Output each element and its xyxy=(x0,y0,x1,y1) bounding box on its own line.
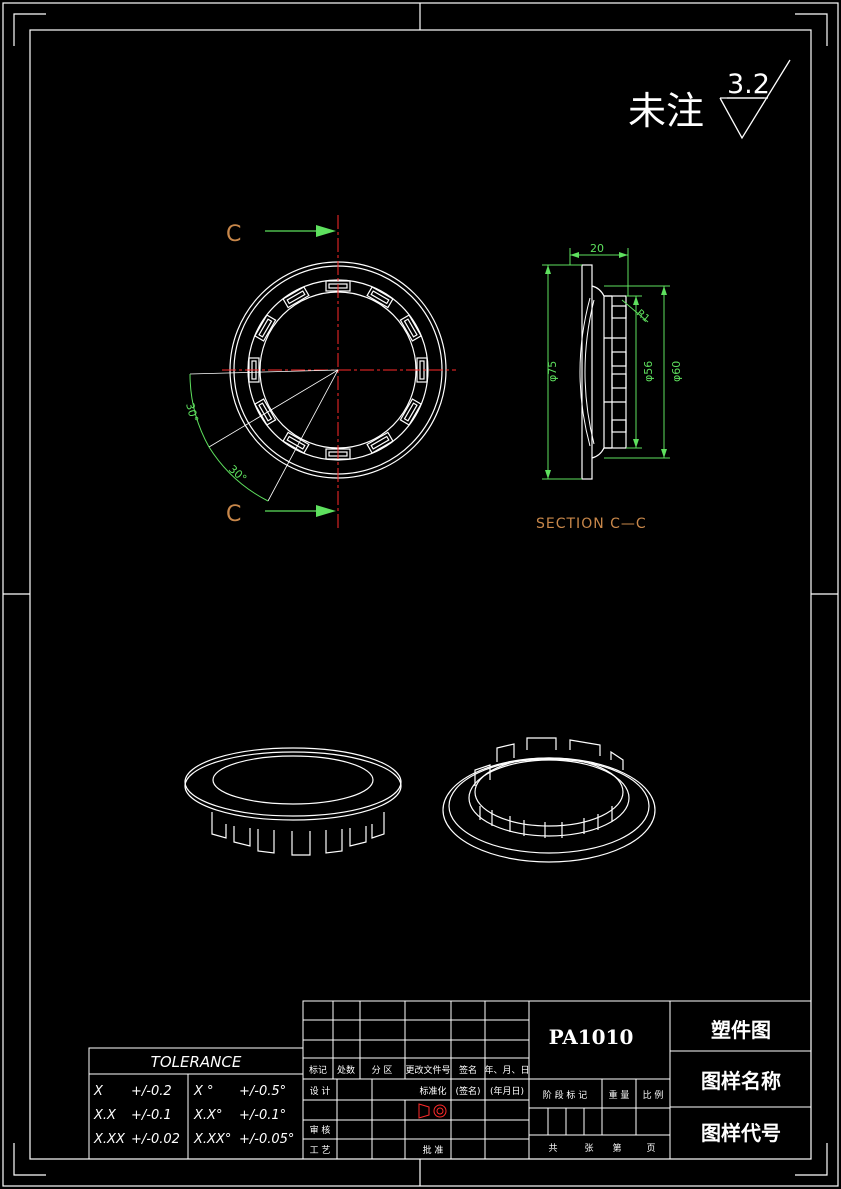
section-label-bottom: C xyxy=(226,502,241,527)
angle-label-a: 30° xyxy=(183,401,201,423)
row-standard: 标准化 xyxy=(419,1085,446,1097)
tolerance-cell: +/-0.5° xyxy=(239,1084,286,1099)
section-arrow-bottom xyxy=(265,505,336,517)
part-number: PA1010 xyxy=(549,1025,634,1049)
snap-tab-inner xyxy=(258,318,273,338)
snap-tab xyxy=(282,286,310,309)
header-change-doc: 更改文件号 xyxy=(405,1064,450,1076)
snap-tab xyxy=(366,431,394,454)
stage-label: 阶 段 标 记 xyxy=(543,1089,588,1101)
tolerance-cell: +/-0.1 xyxy=(131,1108,172,1123)
snap-tab-inner xyxy=(258,402,273,422)
page-unit: 页 xyxy=(646,1143,655,1154)
snap-tab-inner xyxy=(286,435,306,450)
snap-tab-inner xyxy=(286,290,306,305)
tolerance-cell: X.XX° xyxy=(193,1132,231,1147)
tolerance-rows: X +/-0.2 X ° +/-0.5° X.X +/-0.1 X.X° +/-0.1° X.X… xyxy=(93,1084,294,1147)
roughness-note: 未注 xyxy=(628,89,704,133)
roughness-symbol xyxy=(719,59,791,140)
tolerance-cell: X ° xyxy=(193,1084,214,1099)
header-signature: 签名 xyxy=(459,1064,477,1076)
snap-tab xyxy=(254,398,277,426)
snap-tab-inner xyxy=(403,318,418,338)
snap-tab-inner xyxy=(370,290,390,305)
drawing-type: 塑件图 xyxy=(711,1018,771,1042)
row-process: 工 艺 xyxy=(310,1145,331,1156)
projection-symbol-icon xyxy=(418,1103,447,1119)
dim-diameter-inner: φ56 xyxy=(642,361,655,382)
center-lines xyxy=(222,215,456,528)
row-approve: 批 准 xyxy=(423,1144,444,1156)
header-date: 年、月、日 xyxy=(484,1064,529,1076)
snap-tab xyxy=(254,314,277,342)
page-label: 第 xyxy=(612,1142,621,1154)
header-zone: 分 区 xyxy=(372,1065,393,1076)
tolerance-cell: +/-0.1° xyxy=(239,1108,286,1123)
tolerance-cell: +/-0.2 xyxy=(131,1084,172,1099)
row-designer: 设 计 xyxy=(310,1085,331,1097)
tolerance-cell: X.X xyxy=(93,1108,117,1123)
sheets-label: 张 xyxy=(584,1143,593,1154)
section-title: SECTION C—C xyxy=(536,516,647,532)
dim-width-top: 20 xyxy=(590,242,604,255)
roughness-value: 3.2 xyxy=(727,69,770,100)
section-view: 20 φ75 φ56 φ60 R1 xyxy=(542,242,683,480)
total-label: 共 xyxy=(548,1143,557,1154)
tolerance-cell: +/-0.05° xyxy=(239,1132,294,1147)
weight-label: 重 量 xyxy=(609,1089,630,1101)
drawing-name: 图样名称 xyxy=(701,1069,781,1093)
snap-tab xyxy=(399,398,422,426)
section-label-top: C xyxy=(226,222,241,247)
snap-tab xyxy=(282,431,310,454)
scale-label: 比 例 xyxy=(643,1089,664,1101)
tolerance-cell: X xyxy=(93,1084,104,1099)
angle-construction xyxy=(189,369,339,502)
tolerance-cell: X.X° xyxy=(193,1108,222,1123)
dim-diameter-outer: φ75 xyxy=(546,361,559,382)
section-arrow-top xyxy=(265,225,336,237)
row-date: (年月日) xyxy=(490,1085,524,1097)
title-block xyxy=(302,1000,812,1160)
snap-tab-inner xyxy=(370,435,390,450)
snap-tab xyxy=(399,314,422,342)
header-mark: 标记 xyxy=(309,1064,327,1076)
header-count: 处数 xyxy=(337,1064,355,1076)
angle-dimension-arcs xyxy=(189,373,269,502)
iso-view-right xyxy=(442,737,656,863)
dim-diameter-mid: φ60 xyxy=(670,361,683,382)
snap-tab-inner xyxy=(403,402,418,422)
tolerance-cell: X.XX xyxy=(93,1132,126,1147)
tolerance-title: TOLERANCE xyxy=(151,1053,242,1071)
iso-view-left xyxy=(184,747,402,856)
row-sign: (签名) xyxy=(455,1085,480,1097)
drawing-code: 图样代号 xyxy=(701,1121,781,1145)
snap-tab xyxy=(366,286,394,309)
row-review: 审 核 xyxy=(310,1124,331,1136)
tolerance-cell: +/-0.02 xyxy=(131,1132,180,1147)
